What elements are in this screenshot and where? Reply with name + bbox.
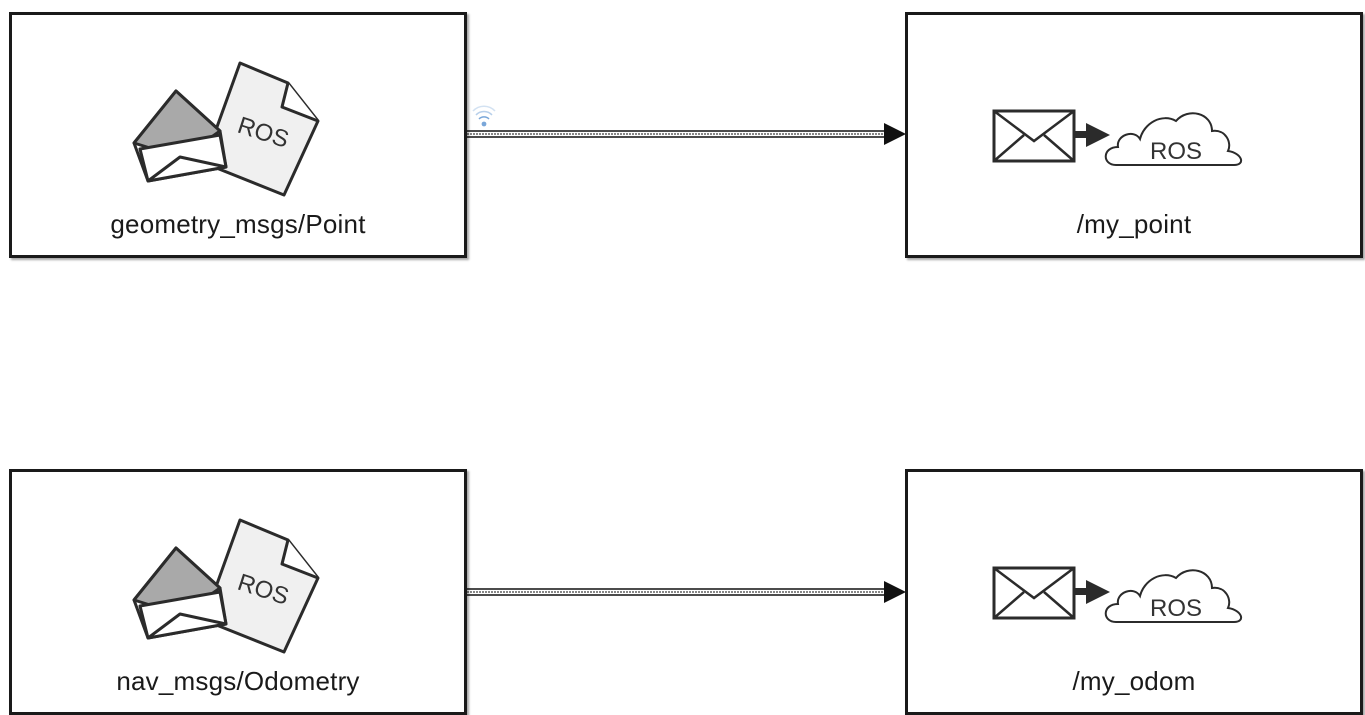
svg-text:ROS: ROS xyxy=(1150,595,1202,622)
ros-message-icon: ROS xyxy=(132,61,320,197)
blank-message-block-odometry[interactable]: ROS nav_msgs/Odometry xyxy=(9,469,467,715)
ros-publish-icon: ROS xyxy=(992,566,1243,623)
signal-arrow-point xyxy=(884,123,906,145)
block-label: /my_point xyxy=(1076,209,1192,239)
signal-arrow-odom xyxy=(884,581,906,603)
block-label: geometry_msgs/Point xyxy=(110,209,366,239)
ros-message-icon: ROS xyxy=(132,518,320,654)
blank-message-block-point[interactable]: ROS geometry_msgs/Point xyxy=(9,12,467,258)
svg-text:ROS: ROS xyxy=(1150,138,1202,165)
block-label: nav_msgs/Odometry xyxy=(116,666,360,696)
signal-line-odom[interactable] xyxy=(467,581,906,603)
streaming-signal-icon[interactable] xyxy=(470,100,500,130)
block-label: /my_odom xyxy=(1072,666,1196,696)
publish-block-odom[interactable]: ROS /my_odom xyxy=(905,469,1363,715)
publish-block-point[interactable]: ROS /my_point xyxy=(905,12,1363,258)
ros-publish-icon: ROS xyxy=(992,109,1243,166)
signal-line-point[interactable] xyxy=(467,123,906,145)
